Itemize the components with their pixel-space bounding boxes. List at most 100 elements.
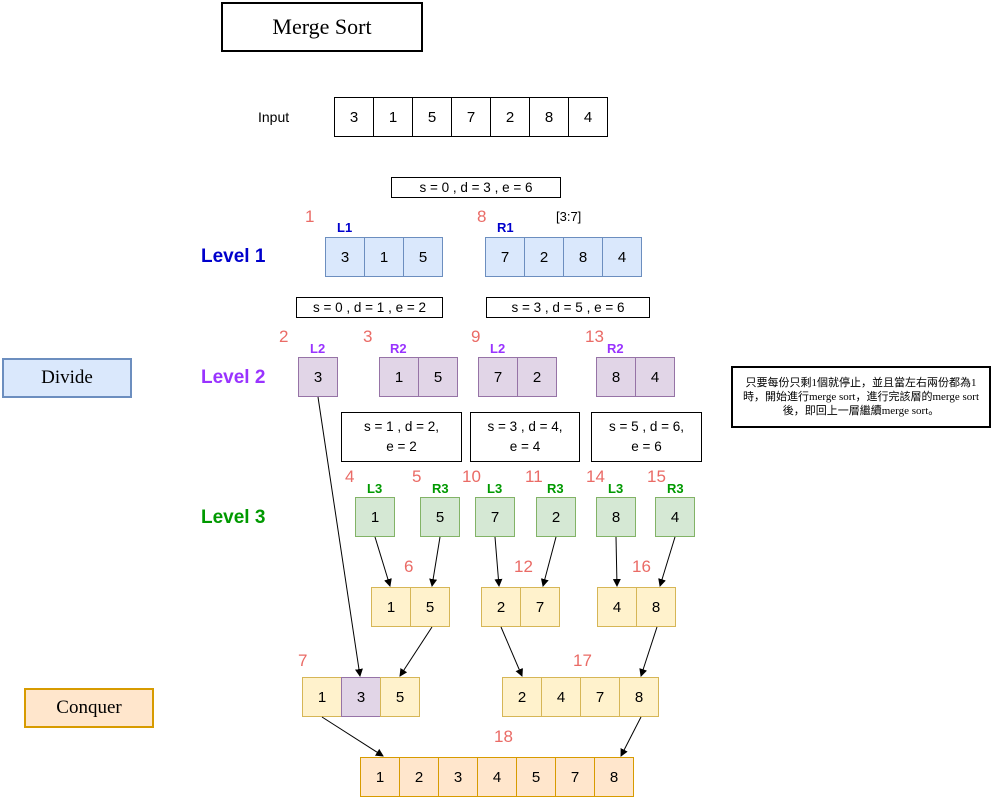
param-box-level2-a: s = 1 , d = 2, e = 2	[341, 412, 462, 462]
array-cell: 1	[371, 587, 411, 627]
array-cell: 7	[451, 97, 491, 137]
step-8: 8	[477, 207, 487, 226]
param-box-level1-right: s = 3 , d = 5 , e = 6	[486, 297, 650, 318]
array-cell: 8	[619, 677, 659, 717]
step-1: 1	[305, 207, 315, 226]
array-cell: 1	[364, 237, 404, 277]
tag-l1: L1	[337, 220, 353, 235]
diagram-title: Merge Sort	[221, 2, 423, 52]
array-cell: 4	[602, 237, 642, 277]
array-cell: 3	[325, 237, 365, 277]
level3-array-f: 4	[655, 497, 695, 537]
level-2-label: Level 2	[201, 367, 266, 388]
array-cell: 2	[481, 587, 521, 627]
array-cell: 3	[438, 757, 478, 797]
array-cell: 5	[380, 677, 420, 717]
array-cell: 5	[412, 97, 452, 137]
array-cell: 1	[302, 677, 342, 717]
param-box-level2-b: s = 3 , d = 4, e = 4	[470, 412, 580, 462]
array-cell: 2	[536, 497, 576, 537]
step-13: 13	[585, 327, 604, 346]
arrow-l3b-to-m1	[429, 536, 441, 587]
step-10: 10	[462, 467, 481, 486]
array-cell: 2	[399, 757, 439, 797]
arrow-m3-to-m5	[639, 626, 658, 677]
step-7: 7	[298, 651, 308, 670]
step-3: 3	[363, 327, 373, 346]
arrow-m5-to-final	[620, 716, 642, 757]
param-box-level1-left: s = 0 , d = 1 , e = 2	[296, 297, 443, 318]
array-cell: 8	[563, 237, 603, 277]
array-cell: 1	[355, 497, 395, 537]
array-cell: 1	[379, 357, 419, 397]
tag-r3-a: R3	[432, 481, 449, 496]
step-17: 17	[573, 651, 592, 670]
tag-r1: R1	[497, 220, 514, 235]
step-4: 4	[345, 467, 355, 486]
arrow-l3d-to-m2	[540, 536, 557, 587]
level3-array-d: 2	[536, 497, 576, 537]
divide-phase-label: Divide	[2, 358, 132, 398]
arrow-m1-to-m4	[399, 626, 433, 677]
level3-array-a: 1	[355, 497, 395, 537]
step-12: 12	[514, 557, 533, 576]
tag-l2-a: L2	[310, 341, 326, 356]
level-3-label: Level 3	[201, 507, 266, 528]
step-18: 18	[494, 727, 513, 746]
array-cell: 5	[410, 587, 450, 627]
arrow-m2-to-m5	[500, 626, 523, 677]
arrow-l3a-to-m1	[374, 536, 392, 587]
array-cell: 7	[520, 587, 560, 627]
arrow-l3c-to-m2	[494, 536, 503, 587]
array-cell: 5	[403, 237, 443, 277]
arrow-l2a-to-m4	[317, 396, 363, 677]
array-cell: 7	[485, 237, 525, 277]
array-cell: 8	[594, 757, 634, 797]
level-1-label: Level 1	[201, 246, 266, 267]
tag-r2-a: R2	[390, 341, 407, 356]
level2-array-a: 3	[298, 357, 338, 397]
range-annotation: [3:7]	[556, 209, 582, 224]
tag-l2-b: L2	[490, 341, 506, 356]
param-box-level2-c: s = 5 , d = 6, e = 6	[591, 412, 702, 462]
array-cell: 5	[420, 497, 460, 537]
arrow-m4-to-final	[321, 716, 384, 757]
step-14: 14	[586, 467, 605, 486]
step-16: 16	[632, 557, 651, 576]
array-cell: 7	[580, 677, 620, 717]
array-cell: 2	[517, 357, 557, 397]
array-cell: 3	[334, 97, 374, 137]
step-11: 11	[525, 467, 543, 486]
step-9: 9	[471, 327, 481, 346]
array-cell: 3	[298, 357, 338, 397]
array-cell: 4	[568, 97, 608, 137]
tag-l3-a: L3	[367, 481, 383, 496]
array-cell: 1	[373, 97, 413, 137]
array-cell: 4	[597, 587, 637, 627]
step-15: 15	[647, 467, 666, 486]
step-5: 5	[412, 467, 422, 486]
arrow-l3e-to-m3	[612, 536, 621, 587]
array-cell: 8	[636, 587, 676, 627]
tag-r2-b: R2	[607, 341, 624, 356]
array-cell: 8	[529, 97, 569, 137]
array-cell: 3	[341, 677, 381, 717]
array-cell: 8	[596, 497, 636, 537]
conquer-phase-label: Conquer	[24, 688, 154, 728]
array-cell: 2	[490, 97, 530, 137]
array-cell: 4	[635, 357, 675, 397]
arrow-l3f-to-m3	[658, 536, 676, 587]
array-cell: 4	[477, 757, 517, 797]
